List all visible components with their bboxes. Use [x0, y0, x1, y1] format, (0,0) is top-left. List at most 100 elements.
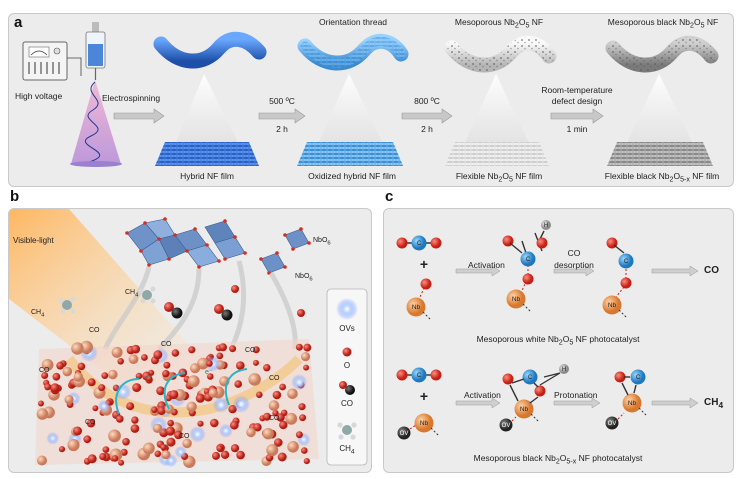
- surface-oxygen-atom: [102, 446, 110, 453]
- white-activation-label: Activation: [468, 260, 505, 270]
- oxygen-atom: [396, 237, 408, 249]
- oxygen-atom: [522, 273, 534, 285]
- surface-oxygen-atom: [118, 459, 125, 466]
- step2-time: 2 h: [421, 124, 433, 134]
- co-label: CO: [161, 341, 172, 348]
- black-protonation-label: Protonation: [554, 390, 598, 400]
- carbon-atom: [618, 253, 634, 269]
- hydrogen-atom-label: H: [544, 223, 548, 229]
- lattice-bond: [522, 303, 532, 313]
- surface-oxygen-atom: [116, 415, 124, 423]
- nbo6-label-b: NbO6: [295, 273, 313, 283]
- black-activation-label: Activation: [464, 390, 501, 400]
- carbon-atom-label: C: [417, 373, 422, 379]
- surface-oxygen-atom: [86, 419, 96, 428]
- spinning-jet: [71, 80, 121, 164]
- carbon-atom: [411, 367, 427, 383]
- carbon-atom: [522, 369, 538, 385]
- niobium-atom: [506, 289, 526, 309]
- surface-niobium-atom: [285, 412, 298, 425]
- electron-label: e⁻: [205, 369, 213, 376]
- ch4-float-label-2: CH4: [125, 289, 139, 299]
- niobium-atom: [414, 413, 434, 433]
- surface-niobium-atom: [111, 346, 123, 358]
- panel-b: Visible-light NbO6 NbO6 CH4 CH4 CO CO CO…: [8, 208, 372, 473]
- surface-oxygen-atom: [132, 383, 142, 393]
- orientation-thread-label: Orientation thread: [318, 17, 388, 27]
- surface-oxygen-atom: [263, 364, 271, 372]
- surface-niobium-atom: [246, 427, 256, 438]
- surface-oxygen-atom: [162, 370, 170, 378]
- ch4-float-label-1: CH4: [31, 309, 45, 319]
- co-label: CO: [269, 375, 280, 382]
- carbon-atom-label: C: [636, 375, 641, 381]
- lattice-bond: [638, 407, 648, 417]
- surface-oxygen-atom: [41, 372, 49, 379]
- white-co-desorption-label-1: CO: [567, 248, 581, 258]
- surface-oxygen-atom: [83, 435, 92, 444]
- surface-oxygen-atom: [146, 375, 153, 382]
- niobium-atom-label: Nb: [420, 420, 429, 427]
- surface-oxygen-atom: [122, 438, 130, 446]
- surface-oxygen-atom: [87, 378, 96, 387]
- oxygen-vacancy-atom: [605, 416, 619, 430]
- surface-oxygen-atom: [219, 343, 227, 352]
- co-label: CO: [245, 347, 256, 354]
- bond: [621, 382, 629, 396]
- panel-b-label: b: [10, 188, 20, 205]
- carbon-atom-label: C: [528, 375, 533, 381]
- surface-niobium-atom: [187, 375, 200, 388]
- legend-o-label: O: [343, 361, 351, 370]
- niobium-atom: [514, 399, 534, 419]
- legend-ovs-icon: [336, 298, 358, 320]
- plus-sign: +: [420, 256, 428, 272]
- bond: [529, 396, 539, 404]
- surface-oxygen-atom: [236, 361, 245, 370]
- hydrogen-atom-label: H: [562, 367, 566, 373]
- step1-time: 2 h: [276, 124, 288, 134]
- bond: [633, 384, 637, 394]
- surface-niobium-atom: [186, 401, 197, 412]
- surface-oxygen-atom: [154, 450, 162, 458]
- oxygen-vacancy-glow: [97, 400, 110, 413]
- oxygen-vacancy-atom-label: OV: [608, 421, 617, 427]
- surface-oxygen-atom: [216, 352, 224, 360]
- oxygen-vacancy-glow: [291, 374, 308, 391]
- nbo6-octahedra: [126, 218, 310, 274]
- surface-oxygen-atom: [50, 383, 60, 393]
- carbon-atom-label: C: [526, 257, 531, 263]
- surface-oxygen-atom: [299, 414, 307, 422]
- co-label: CO: [85, 419, 96, 426]
- surface-atoms: [36, 340, 312, 468]
- carbon-atom: [520, 251, 536, 267]
- black-product-ch4: CH4: [704, 397, 724, 410]
- surface-niobium-atom: [73, 372, 84, 382]
- surface-oxygen-atom: [151, 406, 158, 413]
- surface-niobium-atom: [152, 423, 163, 433]
- surface-oxygen-atom: [279, 420, 288, 430]
- surface-niobium-atom: [62, 366, 73, 377]
- surface-oxygen-atom: [126, 402, 135, 411]
- oxygen-atom: [430, 369, 442, 381]
- surface-oxygen-atom: [87, 454, 97, 464]
- surface-oxygen-atom: [163, 361, 171, 369]
- surface-oxygen-atom: [276, 413, 285, 422]
- surface-niobium-atom: [108, 369, 118, 380]
- surface-niobium-atom: [287, 441, 299, 453]
- niobium-atom: [406, 297, 426, 317]
- surface-oxygen-atom: [295, 431, 303, 439]
- bond: [509, 384, 519, 402]
- legend-co-icon: [339, 381, 347, 389]
- surface-oxygen-atom: [277, 452, 287, 462]
- bond: [613, 244, 625, 254]
- surface-oxygen-atom: [303, 364, 310, 371]
- surface-oxygen-atom: [253, 423, 262, 432]
- voltage-meter: [28, 46, 50, 58]
- oxygen-vacancy-glow: [218, 423, 233, 438]
- oxygen-vacancy-glow: [213, 396, 230, 413]
- surface-oxygen-atom: [229, 345, 237, 353]
- film2-label: Oxidized hybrid NF film: [308, 171, 396, 181]
- surface-oxygen-atom: [56, 361, 65, 370]
- high-voltage-label: High voltage: [15, 91, 63, 101]
- lattice-bond: [618, 309, 628, 319]
